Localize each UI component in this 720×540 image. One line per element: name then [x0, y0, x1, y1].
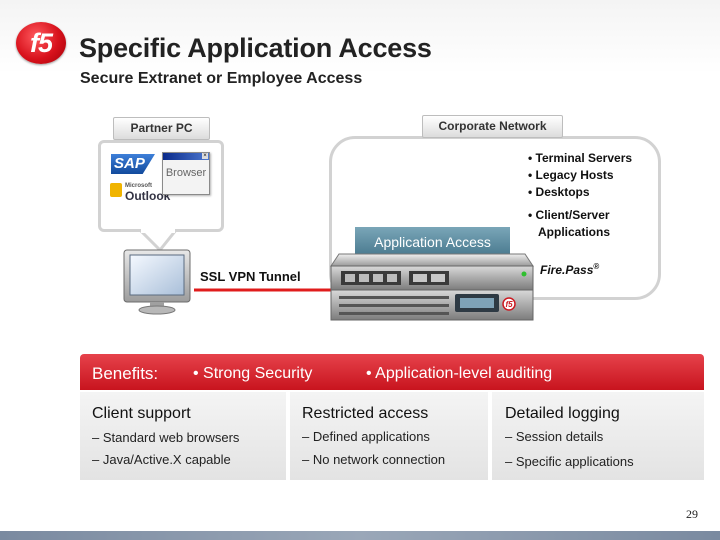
restricted-access-line-1: – Defined applications — [302, 429, 430, 444]
client-support-line-2: – Java/Active.X capable — [92, 452, 231, 467]
detailed-logging-line-1: – Session details — [505, 429, 604, 444]
firepass-label: Fire.Pass® — [540, 262, 599, 277]
benefits-title: Benefits: — [92, 364, 159, 383]
f5-logo: f5 — [16, 22, 66, 64]
outlook-logo-icon — [110, 183, 122, 197]
detailed-logging-heading: Detailed logging — [505, 405, 620, 422]
benefit-application-auditing: • Application-level auditing — [366, 365, 553, 382]
column-restricted-access — [290, 392, 488, 480]
partner-pc-tab: Partner PC — [113, 117, 210, 140]
corporate-network-tab: Corporate Network — [422, 115, 563, 138]
corp-bullet-legacy-hosts: • Legacy Hosts — [528, 168, 614, 182]
browser-close-icon: × — [202, 153, 208, 159]
corp-bullet-terminal-servers: • Terminal Servers — [528, 151, 633, 165]
slide-subtitle: Secure Extranet or Employee Access — [80, 70, 363, 87]
outlook-logo: Microsoft Outlook — [125, 183, 179, 203]
restricted-access-line-2: – No network connection — [302, 452, 446, 467]
svg-text:f5: f5 — [505, 300, 513, 309]
browser-title-bar — [163, 153, 209, 160]
browser-window-icon: × — [162, 152, 210, 195]
outlook-logo-text: Outlook — [125, 189, 171, 203]
column-client-support — [80, 392, 286, 480]
registered-mark: ® — [593, 262, 600, 271]
sap-logo: SAP — [111, 154, 155, 174]
corp-bullet-desktops: • Desktops — [528, 185, 590, 199]
partner-bubble-tail-mask — [141, 226, 175, 233]
benefit-strong-security: • Strong Security — [193, 365, 313, 382]
slide-title: Specific Application Access — [79, 33, 432, 63]
firepass-label-text: Fire.Pass — [540, 263, 594, 277]
client-support-heading: Client support — [92, 405, 191, 422]
header-band — [0, 0, 720, 74]
outlook-logo-microsoft: Microsoft — [125, 183, 152, 189]
column-detailed-logging — [492, 392, 704, 480]
corp-bullet-client-server: • Client/Server — [528, 208, 610, 222]
benefits-bar — [80, 354, 704, 390]
page-number: 29 — [686, 507, 698, 521]
corp-bullet-applications: Applications — [538, 225, 611, 239]
partner-pc-monitor-icon — [123, 249, 191, 315]
application-access-label: Application Access — [355, 227, 510, 255]
corporate-resources-list: • Terminal Servers • Legacy Hosts • Desk… — [528, 150, 632, 241]
firepass-appliance-icon: f5 — [330, 253, 534, 321]
detailed-logging-line-2: – Specific applications — [505, 454, 634, 469]
browser-label: Browser — [165, 167, 207, 179]
client-support-line-1: – Standard web browsers — [92, 430, 240, 445]
footer-strip — [0, 531, 720, 540]
restricted-access-heading: Restricted access — [302, 405, 429, 422]
ssl-vpn-tunnel-label: SSL VPN Tunnel — [200, 269, 301, 284]
